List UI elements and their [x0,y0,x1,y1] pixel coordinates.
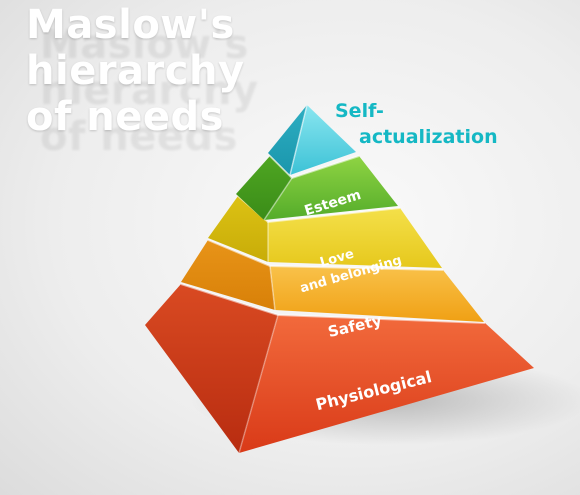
self-actualization-line-1: Self- [335,100,384,122]
page-title: Maslow's hierarchy of needs [26,2,245,140]
level-label-self-actualization: Self- actualization [335,98,535,150]
pyramid-level-safety: Safety [181,239,484,341]
title-line-2: hierarchy [26,48,245,94]
title-line-1: Maslow's [26,2,235,48]
self-actualization-line-2: actualization [359,126,498,148]
pyramid-level-self-actualization [268,104,356,176]
pyramid-level-physiological: Physiological [145,283,534,454]
title-line-3: of needs [26,94,224,140]
